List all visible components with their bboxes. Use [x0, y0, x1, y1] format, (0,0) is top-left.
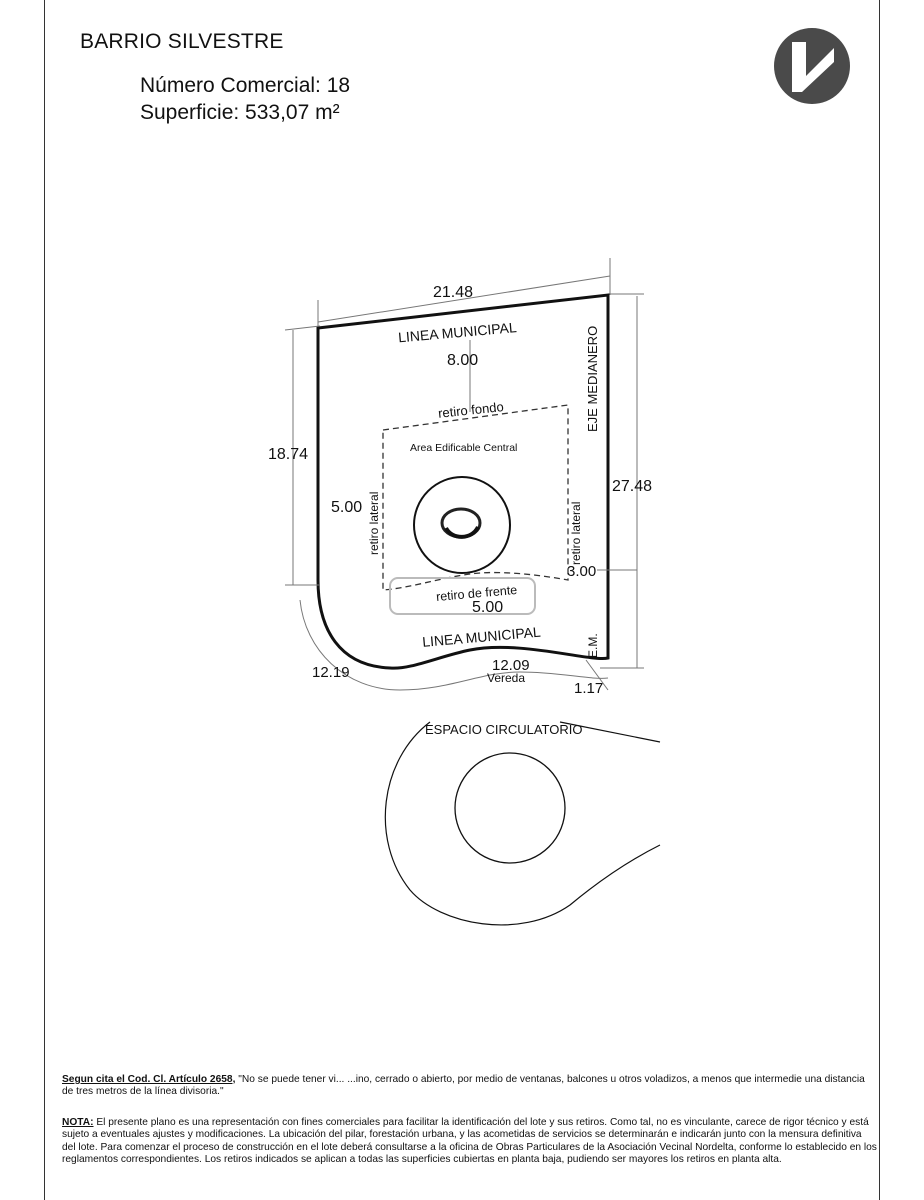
- page-frame-right: [879, 0, 880, 1200]
- numero-comercial: Número Comercial: 18: [140, 74, 351, 97]
- retiro-lateral-left-label: retiro lateral: [367, 492, 381, 555]
- dim-left: 18.74: [268, 446, 308, 463]
- lot-outline: [316, 293, 610, 670]
- vereda-label: Vereda: [487, 671, 525, 685]
- barrio-title: BARRIO SILVESTRE: [80, 30, 284, 53]
- dim-top: 21.48: [433, 284, 473, 301]
- retiro-lateral-right-label: retiro lateral: [569, 502, 583, 565]
- retiro-fondo-label: retiro fondo: [437, 399, 504, 421]
- nota-text: El presente plano es una representación …: [62, 1117, 877, 1166]
- tree-symbol: [413, 476, 511, 574]
- retiro-fondo-value: 8.00: [447, 352, 478, 369]
- dim-bottom: 12.09: [492, 657, 530, 674]
- setback-line: [382, 404, 569, 591]
- eje-medianero: EJE MEDIANERO: [585, 326, 600, 432]
- roundabout-center: [454, 752, 566, 864]
- nota-label: NOTA:: [62, 1117, 94, 1128]
- dim-bottom-right: 1.17: [574, 680, 603, 697]
- cita-text: "No se puede tener vi... ...ino, cerrado…: [62, 1074, 865, 1098]
- dim-right: 27.48: [612, 478, 652, 495]
- retiro-lateral-left-value: 5.00: [331, 499, 362, 516]
- lot-plan: 21.48 18.74 27.48 12.19 12.09 1.17 LINEA…: [268, 258, 661, 926]
- cita-codigo: Segun cita el Cod. Cl. Artículo 2658, "N…: [62, 1074, 877, 1099]
- espacio-circulatorio-label: ESPACIO CIRCULATORIO: [425, 722, 582, 737]
- cita-label: Segun cita el Cod. Cl. Artículo 2658,: [62, 1074, 236, 1085]
- area-edificable-label: Area Edificable Central: [410, 442, 517, 454]
- nota-block: NOTA: El presente plano es una represent…: [62, 1117, 877, 1167]
- page-frame-left: [44, 0, 45, 1200]
- watermark-box: [389, 577, 536, 615]
- dim-bottom-left: 12.19: [312, 664, 350, 681]
- superficie: Superficie: 533,07 m²: [140, 101, 340, 124]
- linea-municipal-top: LINEA MUNICIPAL: [398, 319, 518, 345]
- brand-logo-icon: [774, 28, 850, 104]
- espacio-circulatorio-outline: [384, 721, 661, 926]
- retiro-lateral-right-value: 3.00: [567, 563, 596, 580]
- em-label: E.M.: [586, 633, 600, 658]
- linea-municipal-bottom: LINEA MUNICIPAL: [422, 624, 542, 650]
- retiro-frente-value: 5.00: [472, 599, 503, 616]
